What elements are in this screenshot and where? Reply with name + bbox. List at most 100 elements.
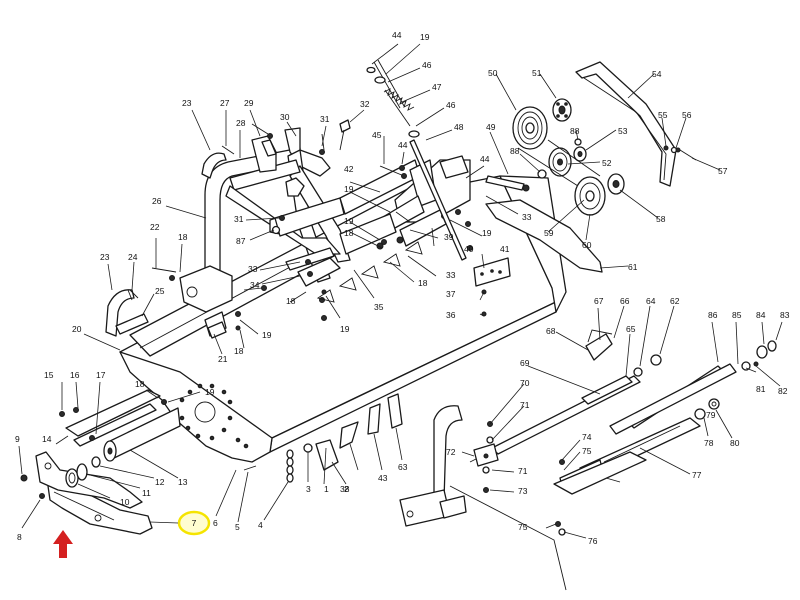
part-label-31b: 31 — [234, 214, 244, 224]
internal-flails — [316, 241, 423, 303]
part-label-19e: 19 — [482, 228, 492, 238]
washer-71a — [486, 436, 494, 444]
part-label-19g: 19 — [262, 330, 272, 340]
part-label-18f: 18 — [234, 346, 244, 356]
part-label-73: 73 — [518, 486, 528, 496]
part-label-87: 87 — [236, 236, 246, 246]
roller-assembly — [65, 389, 181, 462]
part-label-85: 85 — [732, 310, 742, 320]
part-label-64: 64 — [646, 296, 656, 306]
bracket-66 — [587, 329, 613, 343]
part-label-55: 55 — [658, 110, 668, 120]
part-label-44a: 44 — [392, 30, 402, 40]
pin-23-lower — [105, 289, 149, 337]
part-label-75a: 75 — [582, 446, 592, 456]
headstock-frame — [169, 127, 421, 337]
part-label-54: 54 — [652, 69, 662, 79]
top-link-end — [473, 443, 499, 467]
nut-75 — [555, 521, 561, 527]
part-label-50: 50 — [488, 68, 498, 78]
nut-87 — [271, 225, 281, 235]
part-label-18e: 18 — [344, 228, 354, 238]
pin-23-upper — [201, 145, 235, 179]
part-label-86: 86 — [708, 310, 718, 320]
part-label-46a: 46 — [422, 60, 432, 70]
part-label-88a: 88 — [510, 146, 520, 156]
part-label-81: 81 — [756, 384, 766, 394]
part-label-23b: 23 — [100, 252, 110, 262]
pin-21 — [207, 321, 227, 339]
pulley-52 — [548, 147, 572, 177]
part-label-19b: 19 — [420, 32, 430, 42]
bolt-9 — [20, 474, 28, 482]
part-label-4: 4 — [258, 520, 263, 530]
part-label-36: 36 — [446, 310, 456, 320]
nut-74 — [559, 459, 565, 465]
part-label-2: 2 — [344, 484, 349, 494]
highlight-ring — [177, 510, 211, 536]
nut-8 — [39, 493, 45, 499]
nut-44 — [399, 165, 405, 171]
part-label-45: 45 — [372, 130, 382, 140]
part-label-19d: 19 — [344, 216, 354, 226]
part-label-34: 34 — [250, 280, 260, 290]
pin-5 — [243, 465, 257, 471]
bracket-67 — [585, 333, 613, 361]
part-label-48: 48 — [454, 122, 464, 132]
leader-lines — [18, 43, 783, 539]
part-label-23a: 23 — [182, 98, 192, 108]
part-label-47: 47 — [432, 82, 442, 92]
part-label-41: 41 — [500, 244, 510, 254]
hub-58 — [607, 173, 625, 195]
plate-75 — [553, 451, 647, 495]
part-label-77: 77 — [692, 470, 702, 480]
red-arrow-indicator — [53, 530, 73, 558]
bolt-32 — [339, 119, 351, 151]
part-label-5: 5 — [235, 522, 240, 532]
part-label-19f: 19 — [340, 324, 350, 334]
part-label-74: 74 — [582, 432, 592, 442]
part-label-8: 8 — [17, 532, 22, 542]
nut-64 — [633, 367, 643, 377]
part-label-40: 40 — [464, 244, 474, 254]
part-label-60: 60 — [582, 240, 592, 250]
part-label-27: 27 — [220, 98, 230, 108]
part-label-72: 72 — [446, 447, 456, 457]
part-label-66: 66 — [620, 296, 630, 306]
part-label-83: 83 — [780, 310, 790, 320]
bolt-29 — [251, 123, 273, 139]
part-label-70: 70 — [520, 378, 530, 388]
part-label-42: 42 — [344, 164, 354, 174]
part-label-1: 1 — [324, 484, 329, 494]
part-label-13: 13 — [178, 477, 188, 487]
part-label-44c: 44 — [480, 154, 490, 164]
part-label-49: 49 — [486, 122, 496, 132]
part-label-12: 12 — [155, 477, 165, 487]
part-label-14: 14 — [42, 434, 52, 444]
part-label-71a: 71 — [520, 400, 530, 410]
part-label-18b: 18 — [178, 232, 188, 242]
part-label-24: 24 — [128, 252, 138, 262]
tension-spring-assembly — [366, 59, 467, 261]
washer-12 — [91, 456, 101, 468]
part-label-18d: 18 — [418, 278, 428, 288]
part-label-58: 58 — [656, 214, 666, 224]
part-label-59: 59 — [544, 228, 554, 238]
part-label-71b: 71 — [518, 466, 528, 476]
hub-53 — [573, 146, 587, 162]
bolt-22 — [151, 267, 177, 273]
part-label-63: 63 — [398, 462, 408, 472]
part-label-22: 22 — [150, 222, 160, 232]
part-label-30: 30 — [280, 112, 290, 122]
bolt-24 — [127, 289, 133, 301]
flail-63 — [387, 393, 403, 429]
part-label-38: 38 — [340, 484, 350, 494]
part-number-labels: 1 2 3 4 5 6 8 9 10 11 12 13 14 15 16 17 … — [15, 30, 790, 546]
skid-plate — [485, 199, 603, 273]
part-label-33a: 33 — [248, 264, 258, 274]
part-label-46b: 46 — [446, 100, 456, 110]
flail-43 — [367, 403, 381, 435]
drive-belt — [517, 139, 601, 187]
nut-3 — [303, 443, 313, 453]
